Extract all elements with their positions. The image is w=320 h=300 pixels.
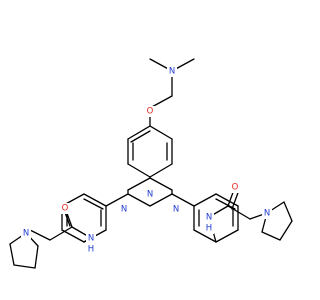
bond-line	[149, 193, 173, 207]
atom-left-pyridine-nitrogen: N	[119, 204, 129, 215]
bond-line	[127, 125, 151, 140]
bond-line	[13, 264, 36, 269]
atom-central-pyridine-nitrogen: N	[145, 189, 155, 200]
bond-line	[215, 229, 239, 243]
bond-line	[193, 193, 217, 207]
atom-right-pyrrolidine-nitrogen: N	[262, 208, 272, 219]
bond-line	[149, 163, 173, 178]
bond-line	[127, 177, 151, 191]
atom-label: H	[88, 245, 94, 255]
bond-line	[130, 130, 151, 143]
atom-label: N	[121, 205, 127, 215]
bond-line	[231, 189, 240, 210]
atom-label: N	[23, 229, 29, 239]
atom-left-pyrrolidine-nitrogen: N	[21, 228, 31, 239]
atom-left-carbonyl-oxygen: O	[60, 203, 70, 214]
bond-line	[27, 228, 51, 241]
atom-dimethylamino-nitrogen: N	[167, 66, 177, 77]
atom-left-amide-nitrogen: N	[86, 233, 96, 244]
bond-line	[215, 198, 236, 210]
atom-label: N	[88, 234, 94, 244]
bond-line	[227, 205, 251, 220]
bond-line	[34, 245, 39, 269]
atom-label: O	[232, 183, 239, 193]
bond-line	[127, 163, 151, 178]
bond-line	[149, 125, 173, 140]
bond-line	[171, 193, 195, 207]
bond-line	[261, 231, 281, 241]
atom-label: N	[173, 205, 179, 215]
bond-line	[83, 193, 107, 207]
bond-line	[9, 243, 15, 266]
atom-label: O	[147, 107, 154, 117]
bond-line	[193, 229, 217, 243]
atom-label-layer: N O N N N N H	[21, 66, 272, 255]
atom-right-amide-hydrogen: H	[204, 223, 214, 234]
molecule-structure-diagram: N O N N N N H	[9, 58, 293, 269]
atom-label: H	[206, 224, 212, 234]
atom-label: N	[264, 209, 270, 219]
bond-line	[283, 201, 293, 222]
atom-right-pyridine-nitrogen: N	[171, 204, 181, 215]
atom-left-amide-hydrogen: H	[86, 244, 96, 255]
atom-right-amide-nitrogen: N	[204, 212, 214, 223]
bond-line	[279, 220, 293, 241]
atom-label: N	[169, 67, 175, 77]
bond-line	[83, 198, 104, 210]
bond-line	[61, 229, 85, 243]
bond-line	[127, 193, 151, 207]
atom-right-carbonyl-oxygen: O	[230, 182, 240, 193]
atom-label: N	[206, 213, 212, 223]
bond-line	[49, 226, 73, 241]
bond-layer	[9, 58, 293, 269]
atom-ether-oxygen: O	[145, 106, 155, 117]
bond-line	[149, 177, 173, 191]
atom-label: N	[147, 190, 153, 200]
bond-line	[105, 193, 129, 207]
atom-label: O	[62, 204, 69, 214]
